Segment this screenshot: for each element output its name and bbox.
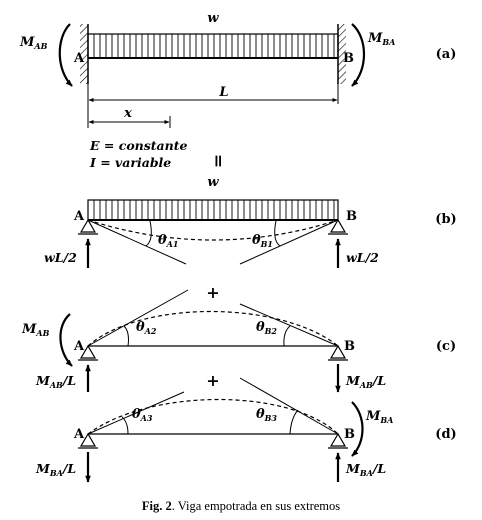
beam-a [87, 33, 339, 59]
tangent-left-d [87, 391, 185, 435]
node-a-label-c: A [73, 339, 85, 354]
tangent-right-b [239, 219, 339, 265]
load-label-a: w [207, 11, 219, 26]
reaction-label-left-b: wL/2 [44, 250, 77, 265]
moment-arrow-d [351, 401, 364, 457]
load-label-b: w [207, 175, 219, 190]
moment-label-d: MBA [365, 409, 393, 425]
reaction-label-right-c: MAB/L [345, 373, 386, 390]
support-left-c [78, 344, 98, 361]
angle-arc-left-b [145, 220, 152, 247]
property-e: E = constante [89, 138, 188, 153]
reaction-label-right-d: MBA/L [345, 461, 386, 478]
angle-arc-right-c [283, 325, 291, 347]
equals-sign: = [208, 154, 228, 168]
tangent-right-d [239, 377, 339, 435]
angle-label-a3: θA3 [132, 407, 153, 423]
part-a: w MAB MBA A B L x E = constante I = vari… [19, 11, 456, 170]
tangent-left-b [87, 219, 187, 265]
moment-label-c: MAB [21, 322, 50, 338]
plus-sign-1: + [206, 283, 219, 302]
beam-b [87, 199, 339, 221]
angle-arc-right-d [289, 409, 299, 435]
part-c: θA2 θB2 MAB MAB/L MAB/L A B (c) [21, 289, 456, 393]
moment-arrow-left-a [58, 23, 73, 87]
support-right-c [328, 344, 348, 361]
moment-label-right-a: MBA [367, 31, 395, 47]
node-a-label-d: A [73, 427, 85, 442]
part-tag-c: (c) [436, 339, 456, 354]
part-tag-d: (d) [435, 427, 456, 442]
wall-left [80, 24, 88, 84]
support-left-b [78, 218, 98, 235]
plus-sign-2: + [206, 371, 219, 390]
reaction-label-left-c: MAB/L [35, 373, 76, 390]
angle-label-b3: θB3 [256, 407, 277, 423]
node-b-label-b: B [346, 209, 357, 224]
distributed-load-a [93, 34, 335, 58]
position-label: x [123, 106, 132, 121]
support-right-b [328, 218, 348, 235]
wall-right [338, 24, 346, 84]
property-i: I = variable [89, 155, 171, 170]
figure-caption: Fig. 2. Viga empotrada en sus extremos [142, 499, 340, 513]
support-right-d [328, 432, 348, 449]
distributed-load-b [93, 200, 335, 220]
angle-arc-right-b [274, 220, 281, 247]
moment-label-left-a: MAB [19, 35, 48, 51]
node-b-label-c: B [344, 339, 355, 354]
angle-arc-left-d [121, 416, 129, 435]
angle-label-a2: θA2 [136, 320, 157, 336]
node-b-label-d: B [344, 427, 355, 442]
angle-label-b1: θB1 [252, 233, 273, 249]
deflection-curve-c [87, 311, 339, 347]
angle-label-b2: θB2 [256, 320, 277, 336]
tangent-left-c [87, 289, 189, 347]
angle-arc-left-c [123, 325, 129, 347]
support-left-d [78, 432, 98, 449]
tangent-right-c [239, 303, 339, 347]
deflection-curve-d [87, 399, 339, 435]
node-b-label-a: B [343, 51, 354, 66]
part-d: θA3 θB3 MBA MBA/L MBA/L A B (d) [35, 377, 457, 483]
moment-arrow-c [59, 313, 73, 367]
node-a-label-b: A [73, 209, 85, 224]
length-label: L [218, 85, 228, 100]
moment-arrow-right-a [351, 23, 365, 87]
part-tag-b: (b) [435, 212, 456, 227]
part-b: w θA1 θB1 wL/2 wL/2 A B (b) [44, 175, 457, 268]
reaction-label-right-b: wL/2 [346, 250, 379, 265]
deflection-curve-b [87, 219, 339, 241]
reaction-label-left-d: MBA/L [35, 461, 76, 478]
angle-label-a1: θA1 [158, 233, 178, 249]
node-a-label-a: A [73, 51, 85, 66]
part-tag-a: (a) [436, 47, 457, 62]
